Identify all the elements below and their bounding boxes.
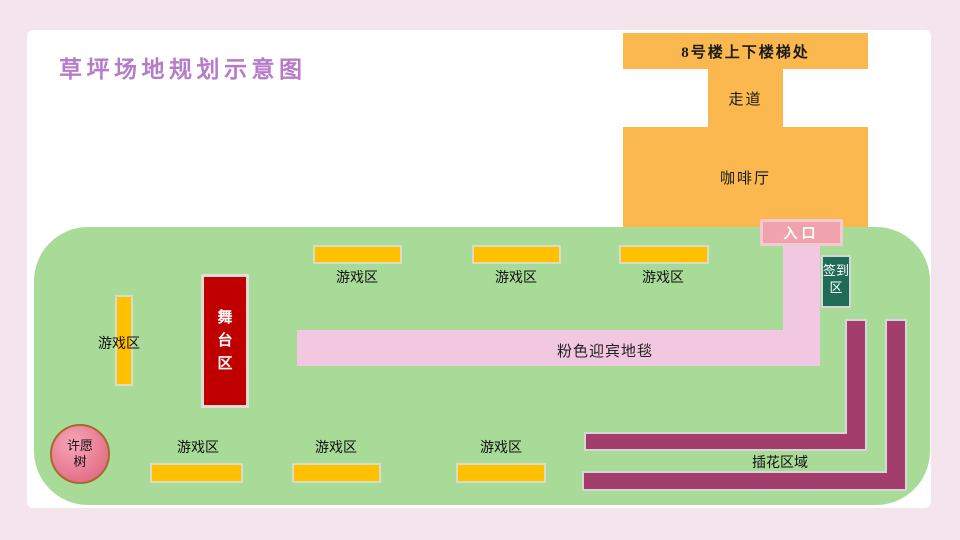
cafe-block: 咖啡厅 xyxy=(623,127,868,228)
carpet-horizontal xyxy=(297,330,820,366)
lawn-area xyxy=(34,227,930,505)
game-zone-bar-bottom-3 xyxy=(456,463,546,483)
wish-tree-circle: 许愿树 xyxy=(50,424,110,484)
game-zone-label-bottom-3: 游戏区 xyxy=(480,441,522,456)
game-zone-label-top-1: 游戏区 xyxy=(336,271,378,286)
game-zone-bar-left xyxy=(115,295,133,386)
game-zone-bar-bottom-1 xyxy=(150,463,243,483)
game-zone-bar-top-3 xyxy=(619,245,709,264)
stage-zone-label: 舞台区 xyxy=(217,309,233,372)
entrance-box: 入口 xyxy=(760,219,843,246)
entrance-label: 入口 xyxy=(783,226,820,242)
wish-tree-label: 许愿树 xyxy=(66,438,93,469)
flower-strip-inner xyxy=(584,319,867,451)
game-zone-label-left: 游戏区 xyxy=(98,337,140,352)
walkway-label: 走道 xyxy=(728,91,763,108)
game-zone-bar-top-1 xyxy=(313,245,402,264)
game-zone-bar-top-2 xyxy=(472,245,561,264)
game-zone-label-top-2: 游戏区 xyxy=(495,271,537,286)
game-zone-label-bottom-2: 游戏区 xyxy=(315,441,357,456)
signin-box: 签到区 xyxy=(821,255,851,308)
stage-zone: 舞台区 xyxy=(201,274,249,408)
game-zone-label-bottom-1: 游戏区 xyxy=(177,441,219,456)
page-title: 草坪场地规划示意图 xyxy=(59,56,307,82)
cafe-label: 咖啡厅 xyxy=(719,171,771,187)
carpet-label: 粉色迎宾地毯 xyxy=(556,344,654,360)
walkway-block: 走道 xyxy=(708,68,783,128)
flower-area-shapes xyxy=(582,319,907,491)
flower-strip-outer xyxy=(582,319,907,491)
game-zone-label-top-3: 游戏区 xyxy=(642,271,684,286)
flower-area-label: 插花区域 xyxy=(752,456,808,471)
game-zone-bar-bottom-2 xyxy=(292,463,381,483)
stairs-block: 8号楼上下楼梯处 xyxy=(623,33,868,69)
stairs-label: 8号楼上下楼梯处 xyxy=(681,44,810,61)
